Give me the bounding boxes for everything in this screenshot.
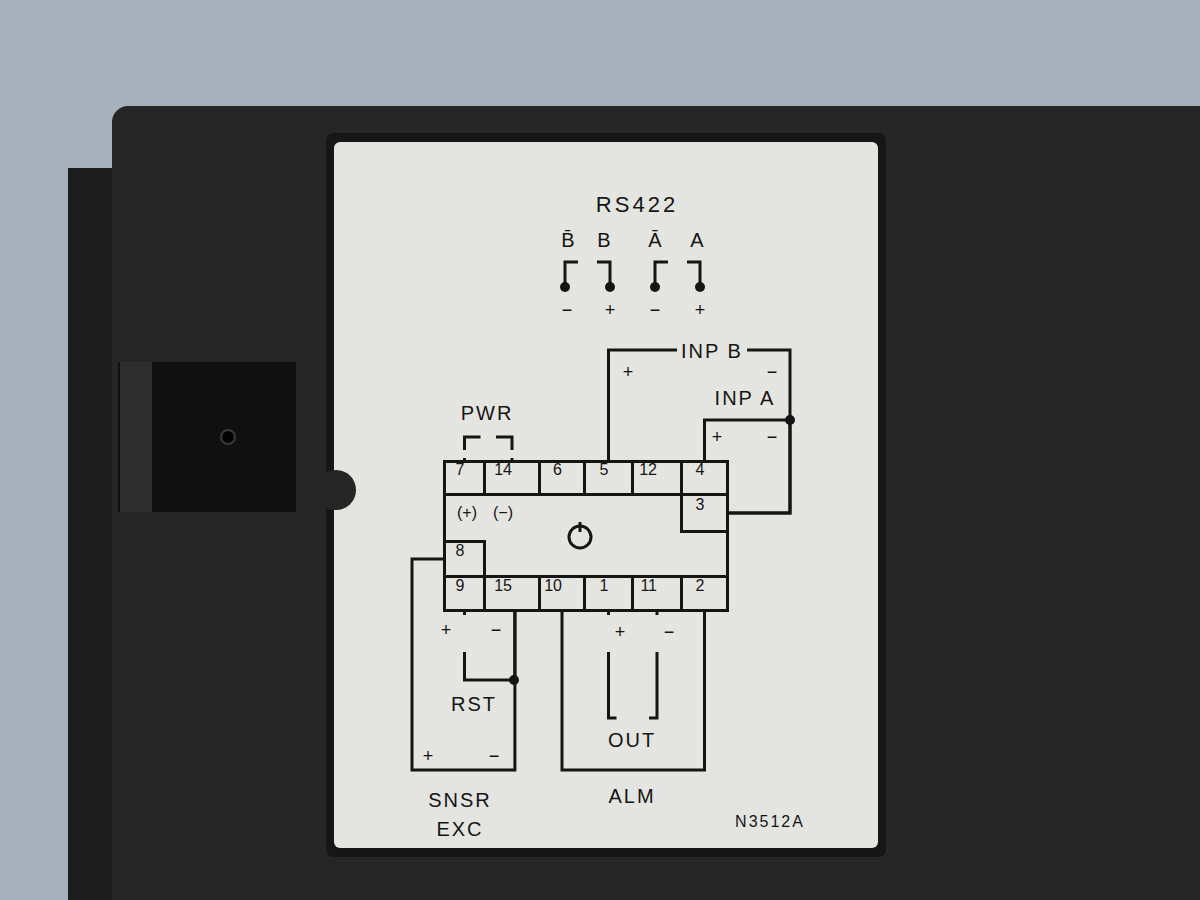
polarity-sign: +	[695, 301, 706, 321]
wire	[609, 612, 658, 718]
connection-label: ALM	[604, 785, 659, 807]
polarity-sign: −	[767, 428, 778, 448]
terminal-box: 1	[583, 575, 634, 612]
polarity-sign: −	[650, 301, 661, 321]
terminal-box: 4	[680, 460, 729, 496]
polarity-sign: +	[712, 428, 723, 448]
terminal-box: 7	[443, 460, 486, 496]
key-tick	[579, 522, 582, 532]
clip-hole	[221, 430, 235, 444]
part-number: N3512A	[735, 813, 805, 831]
terminal-number: 10	[544, 578, 562, 594]
terminal-number: 4	[696, 462, 705, 478]
terminal-box: 3	[680, 493, 729, 533]
orientation-key	[569, 522, 591, 548]
connection-label: INP A	[711, 387, 780, 409]
terminal-dots	[509, 282, 795, 685]
terminal-box: 11	[631, 575, 683, 612]
terminal-number: 12	[639, 462, 657, 478]
terminal-number: 15	[494, 578, 512, 594]
polarity-label: (+)	[457, 505, 477, 521]
signal-name: Ā	[648, 229, 661, 251]
label-recess	[326, 133, 886, 857]
terminal-number: 5	[600, 462, 609, 478]
signal-name: B	[597, 229, 610, 251]
terminal-number: 7	[456, 462, 465, 478]
terminal-label	[334, 142, 878, 848]
terminal-box: 5	[583, 460, 634, 496]
terminal-block: (+)(−)7146512438915101112	[443, 460, 729, 612]
terminal-number: 3	[696, 497, 705, 513]
label-notch	[316, 470, 356, 510]
polarity-sign: −	[489, 747, 500, 767]
polarity-sign: −	[491, 621, 502, 641]
polarity-sign: +	[623, 363, 634, 383]
terminal-number: 14	[494, 462, 512, 478]
connection-label: OUT	[604, 729, 660, 751]
terminal-number: 11	[640, 578, 657, 594]
connection-label: INP B	[677, 340, 747, 362]
terminal-number: 1	[600, 578, 609, 594]
terminal-dot	[695, 282, 705, 292]
connection-label: SNSR EXC	[420, 786, 500, 844]
connection-label: RST	[447, 693, 501, 715]
signal-name: A	[690, 229, 703, 251]
polarity-label: (−)	[493, 505, 513, 521]
wire	[465, 437, 513, 460]
terminal-box: 15	[483, 575, 541, 612]
terminal-number: 2	[696, 578, 705, 594]
terminal-box: 2	[680, 575, 729, 612]
connection-label: PWR	[457, 402, 518, 424]
terminal-dot	[560, 282, 570, 292]
polarity-sign: +	[441, 621, 452, 641]
terminal-box: 12	[631, 460, 683, 496]
wire	[465, 612, 515, 680]
terminal-number: 6	[553, 462, 562, 478]
wire	[609, 350, 791, 513]
mounting-clip	[118, 362, 296, 512]
polarity-sign: −	[767, 363, 778, 383]
signal-name: B̄	[561, 229, 574, 251]
housing-back	[112, 106, 1200, 900]
terminal-box: 8	[443, 540, 486, 578]
terminal-box: 14	[483, 460, 541, 496]
wire	[412, 559, 515, 770]
polarity-sign: −	[562, 301, 573, 321]
terminal-number: 9	[456, 578, 465, 594]
terminal-box: 10	[538, 575, 586, 612]
rs422-brackets	[565, 262, 700, 287]
polarity-sign: +	[423, 747, 434, 767]
terminal-dot	[650, 282, 660, 292]
polarity-sign: +	[605, 301, 616, 321]
terminal-box: 9	[443, 575, 486, 612]
terminal-dot	[605, 282, 615, 292]
wire	[562, 612, 705, 770]
terminal-box: 6	[538, 460, 586, 496]
polarity-sign: +	[615, 623, 626, 643]
clip-slot	[120, 362, 152, 512]
polarity-sign: −	[664, 623, 675, 643]
terminal-number: 8	[456, 543, 465, 559]
bus-name: RS422	[596, 193, 678, 217]
